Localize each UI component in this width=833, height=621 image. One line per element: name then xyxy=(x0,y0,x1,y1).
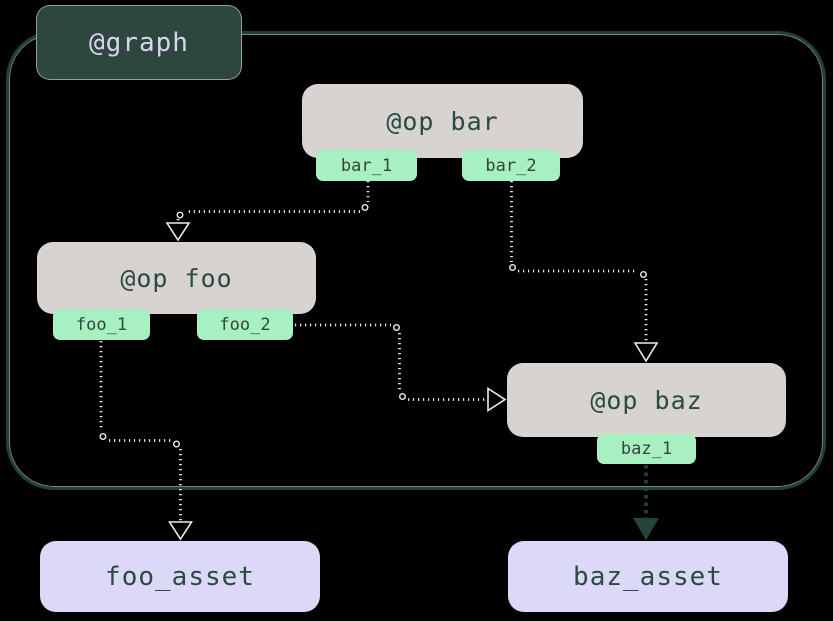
output-tab-bar_2-label: bar_2 xyxy=(485,155,537,176)
asset-foo-label: foo_asset xyxy=(105,561,255,592)
asset-baz-label: baz_asset xyxy=(573,561,723,592)
output-tab-bar_1-label: bar_1 xyxy=(340,155,393,176)
output-tab-foo_1[interactable]: foo_1 xyxy=(53,309,150,340)
asset-node-baz_asset[interactable]: baz_asset xyxy=(508,541,788,612)
output-tab-foo_2-label: foo_2 xyxy=(219,314,271,335)
op-node-baz[interactable]: @op baz xyxy=(507,363,786,437)
graph-label[interactable]: @graph xyxy=(36,5,242,80)
output-tab-foo_2[interactable]: foo_2 xyxy=(197,309,293,340)
asset-node-foo_asset[interactable]: foo_asset xyxy=(40,541,320,612)
output-tab-bar_2[interactable]: bar_2 xyxy=(462,150,560,181)
op-baz-title: @op baz xyxy=(590,385,703,415)
graph-label-text: @graph xyxy=(89,27,189,58)
op-node-foo[interactable]: @op foo xyxy=(37,242,316,314)
output-tab-foo_1-label: foo_1 xyxy=(75,314,128,335)
op-node-bar[interactable]: @op bar xyxy=(302,84,583,158)
op-bar-title: @op bar xyxy=(386,106,499,136)
op-foo-title: @op foo xyxy=(120,263,233,293)
graph-boundary xyxy=(6,31,826,490)
output-tab-baz_1[interactable]: baz_1 xyxy=(597,434,696,464)
output-tab-bar_1[interactable]: bar_1 xyxy=(316,150,417,181)
output-tab-baz_1-label: baz_1 xyxy=(620,439,673,459)
